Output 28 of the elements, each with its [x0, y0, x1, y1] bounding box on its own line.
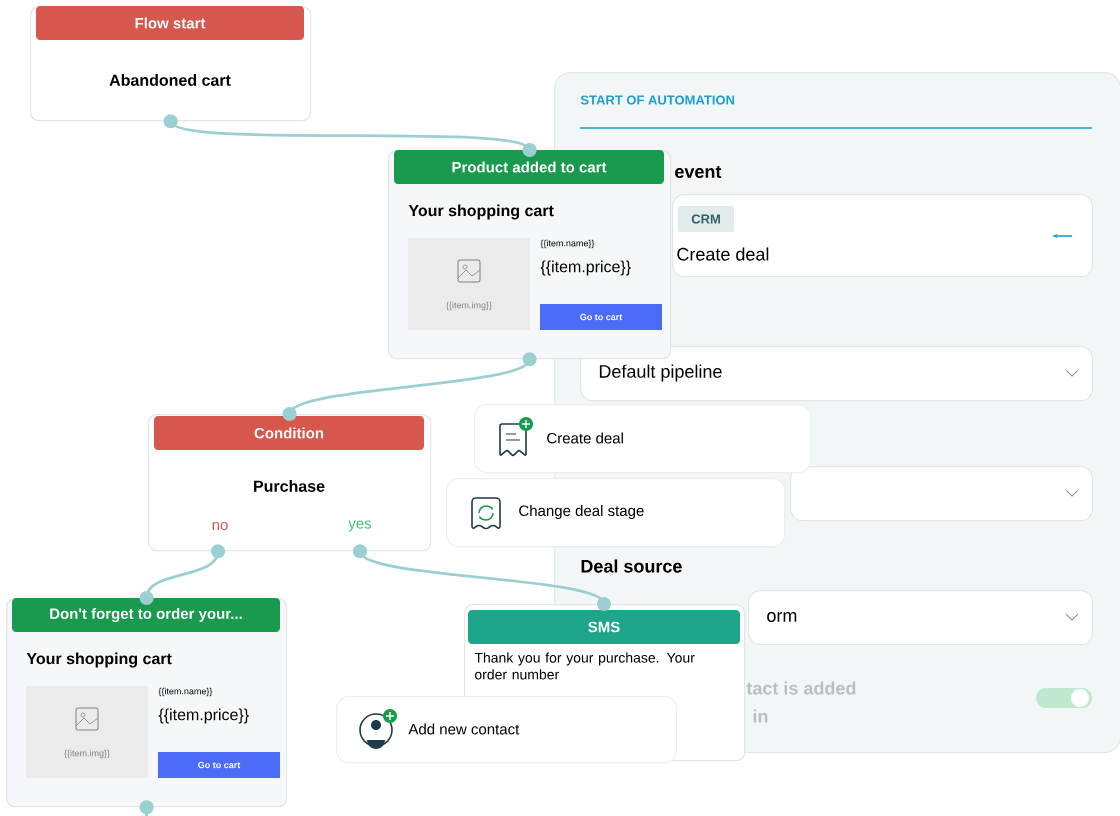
field-value: Create deal [677, 247, 769, 261]
action-card [474, 404, 812, 474]
connector [163, 114, 537, 157]
field-label: tact is added [746, 681, 856, 695]
price-text: {{item.price}} [158, 708, 249, 724]
trigger-card [30, 6, 312, 122]
action-card [446, 478, 786, 548]
connector [139, 544, 225, 605]
action-card [336, 696, 678, 764]
condition-card [148, 414, 432, 552]
card-title: Your shopping cart [26, 652, 172, 668]
card-title: Your shopping cart [408, 204, 554, 220]
select-field [672, 194, 1094, 278]
field-label: event [675, 166, 722, 178]
select-field [790, 466, 1094, 522]
field-label: Deal source [581, 559, 682, 573]
message-card [388, 150, 672, 360]
message-card [6, 598, 288, 808]
select-field [748, 590, 1094, 646]
field-value: orm [767, 612, 797, 622]
connector [353, 544, 611, 611]
price-text: {{item.price}} [540, 260, 631, 276]
card-title: Purchase [254, 480, 325, 492]
select-field [580, 346, 1094, 402]
connector [139, 800, 154, 816]
field-value: Default pipeline [599, 364, 722, 382]
connector [282, 352, 537, 421]
card-title: Abandoned cart [109, 74, 231, 86]
